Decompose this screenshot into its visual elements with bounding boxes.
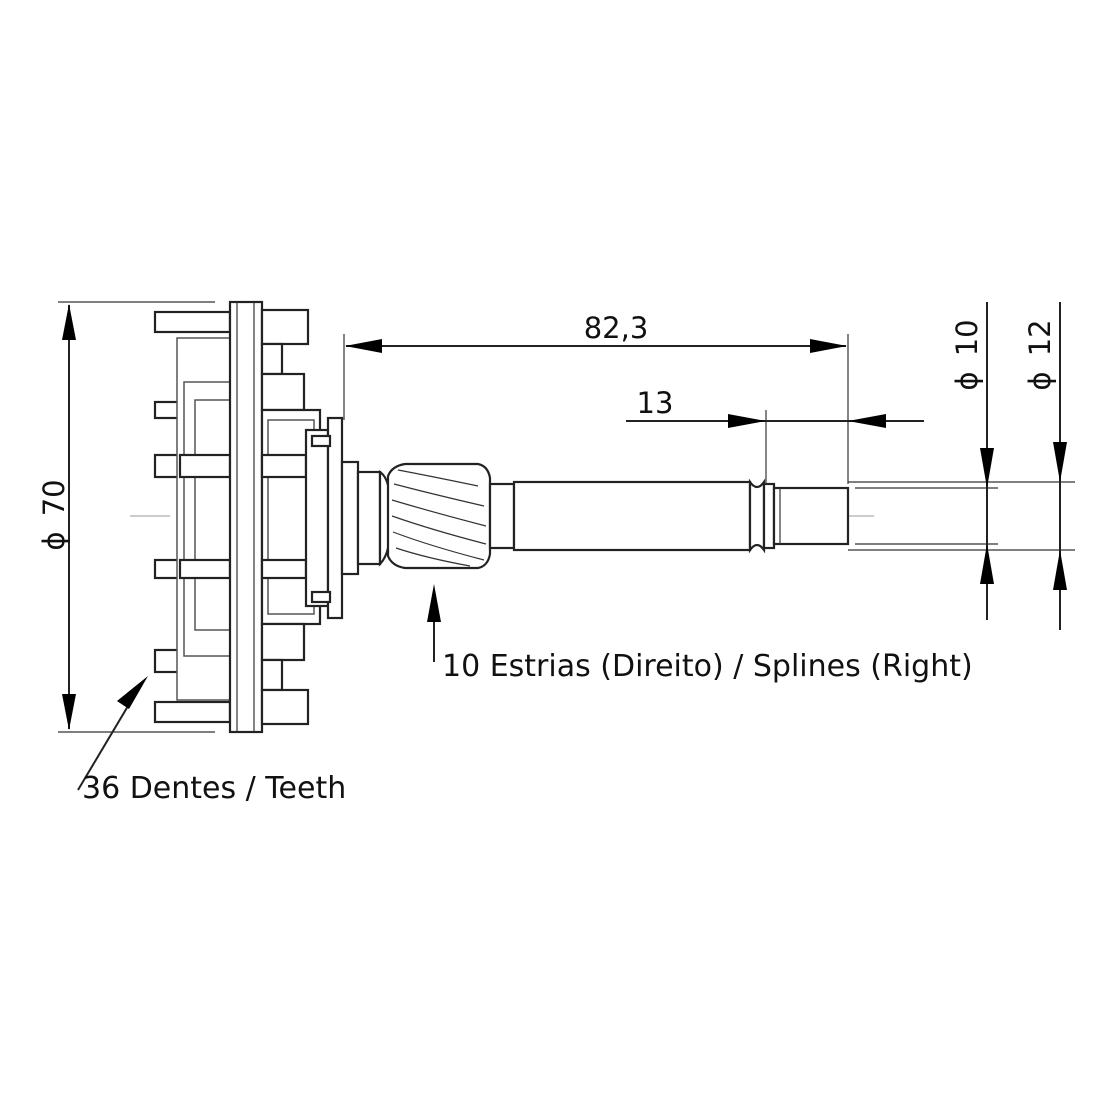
diameter-symbol: ϕ (37, 531, 71, 550)
shaft-length-value: 82,3 (584, 311, 649, 345)
arrow-head (427, 584, 441, 622)
pinion-splines (391, 469, 487, 567)
dimension-shaft-length: 82,3 (343, 311, 849, 484)
arrow-head (810, 339, 847, 353)
diameter-small-value: 10 (950, 319, 984, 356)
arrow-head (728, 414, 766, 428)
arrow-head (117, 676, 148, 709)
arrow-head (1053, 442, 1067, 482)
shaft (386, 462, 1075, 570)
svg-text:ϕ 70: ϕ 70 (37, 479, 71, 550)
arrow-head (62, 694, 76, 730)
arrow-head (980, 544, 994, 584)
diameter-symbol: ϕ (950, 371, 984, 390)
arrow-head (1053, 550, 1067, 590)
arrow-head (345, 339, 382, 353)
teeth-note: 36 Dentes / Teeth (82, 771, 346, 806)
arrow-head (848, 414, 886, 428)
dimension-diameter-large: ϕ 12 (1023, 302, 1067, 630)
leader-splines: 10 Estrias (Direito) / Splines (Right) (427, 584, 973, 684)
splines-note: 10 Estrias (Direito) / Splines (Right) (442, 649, 973, 684)
svg-text:ϕ 12: ϕ 12 (1023, 319, 1057, 390)
spline-length-value: 13 (637, 386, 674, 420)
outer-diameter-value: 70 (37, 479, 71, 516)
dimension-spline-length: 13 (626, 386, 924, 484)
dimension-diameter-small: ϕ 10 (950, 302, 994, 620)
svg-text:ϕ 10: ϕ 10 (950, 319, 984, 390)
leader-teeth: 36 Dentes / Teeth (77, 676, 346, 806)
diameter-symbol: ϕ (1023, 371, 1057, 390)
diameter-large-value: 12 (1023, 319, 1057, 356)
arrow-head (980, 448, 994, 488)
dimension-outer-diameter: ϕ 70 (37, 301, 215, 733)
arrow-head (62, 304, 76, 340)
gear-assembly (153, 300, 392, 734)
